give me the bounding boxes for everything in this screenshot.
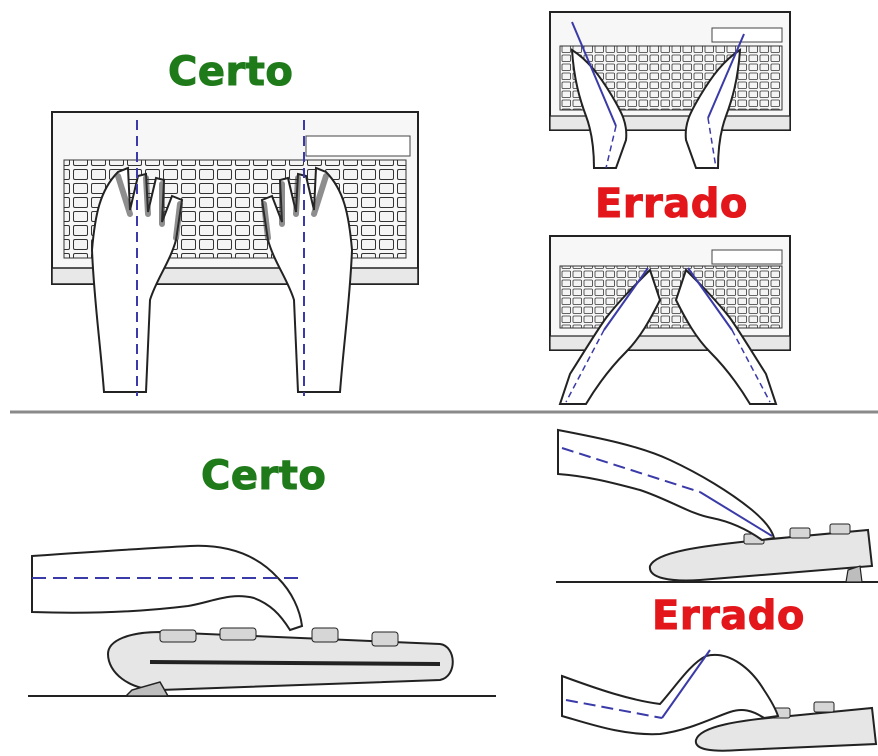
top-right-keyboard-wrong-2 xyxy=(549,235,791,405)
bottom-right-side-wrong-1 xyxy=(556,428,878,583)
top-wrong-label: Errado xyxy=(595,181,748,227)
bottom-wrong-label: Errado xyxy=(652,593,805,639)
bottom-right-side-wrong-2 xyxy=(561,649,878,752)
bottom-left-side-correct xyxy=(28,544,496,697)
top-right-keyboard-wrong-1 xyxy=(549,11,791,169)
bottom-correct-label: Certo xyxy=(200,453,327,499)
top-left-keyboard-correct xyxy=(51,111,419,396)
top-correct-label: Certo xyxy=(167,49,294,95)
